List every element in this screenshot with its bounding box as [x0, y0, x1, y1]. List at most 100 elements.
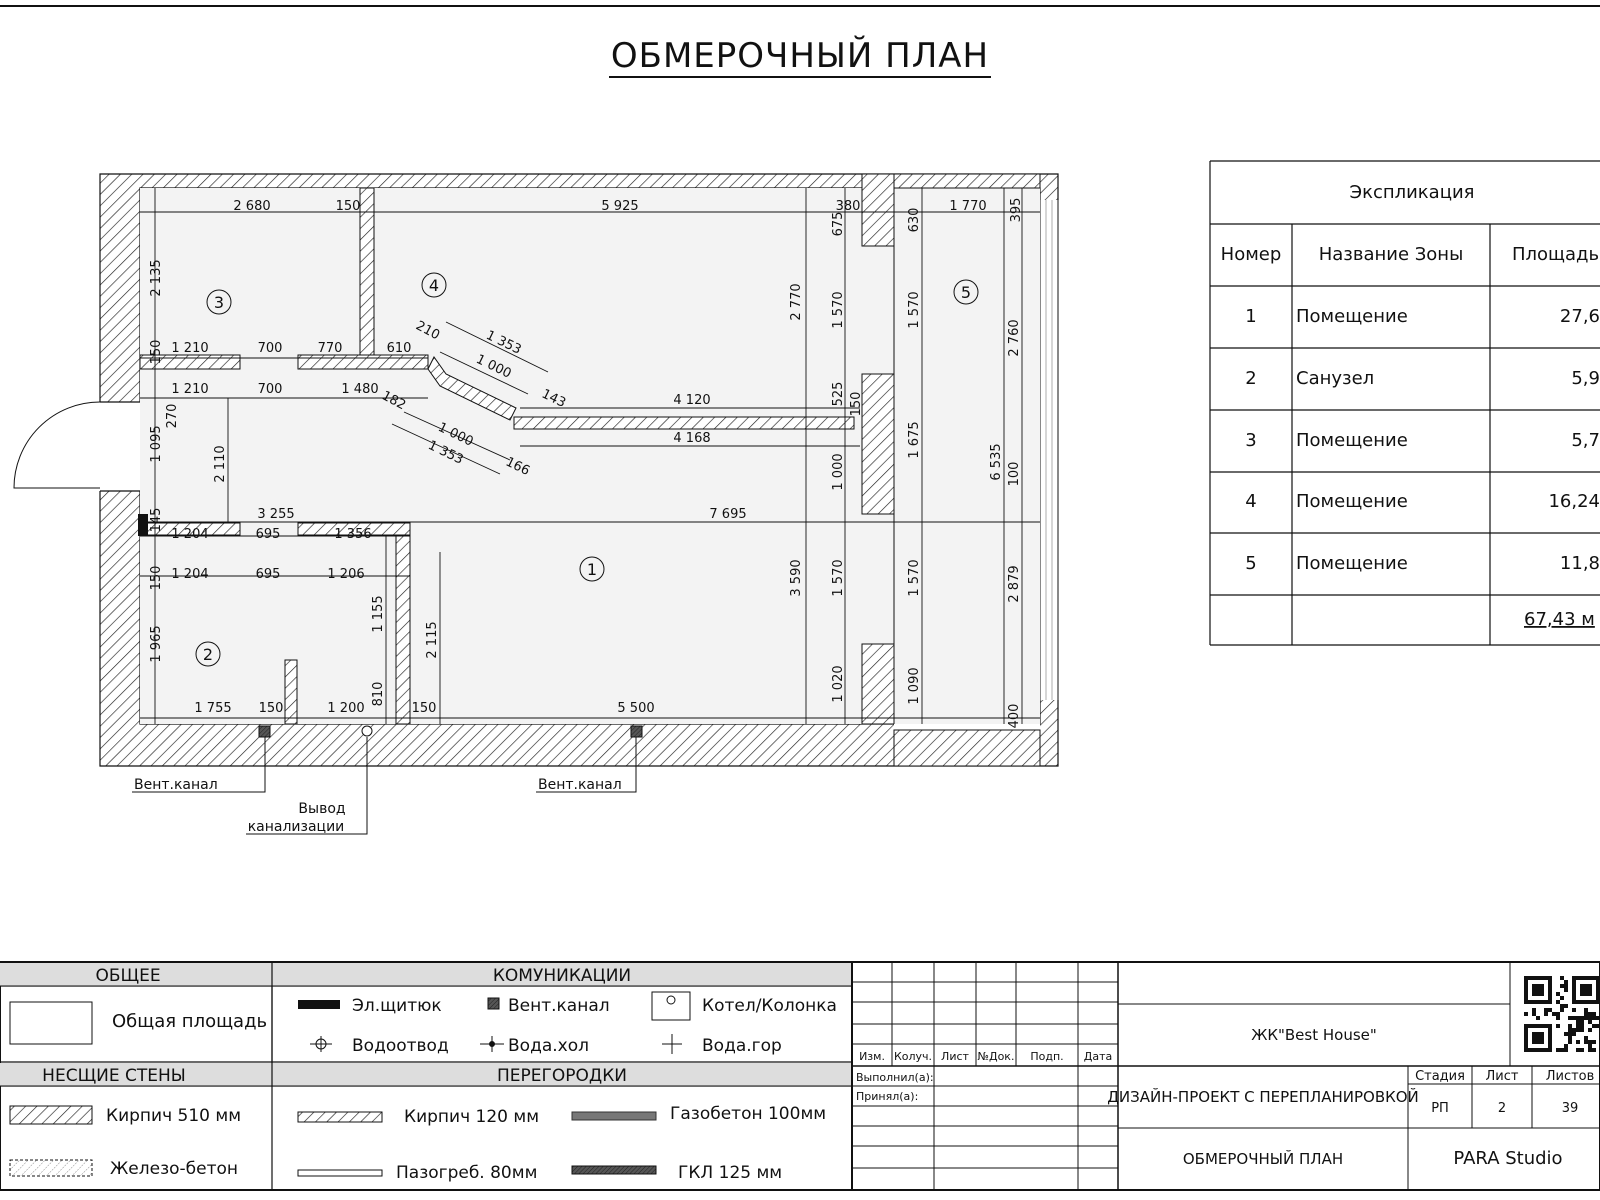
- dim-1204-a: 1 204: [171, 527, 208, 542]
- brick-120-swatch: [297, 1111, 383, 1123]
- dim-4120: 4 120: [673, 393, 710, 408]
- dim-100: 100: [1007, 462, 1022, 487]
- explication-title: Экспликация: [1350, 182, 1475, 203]
- legend-hot-water: Вода.гор: [702, 1036, 782, 1056]
- legend-tongue-groove: Пазогреб. 80мм: [396, 1163, 537, 1183]
- dim-2115: 2 115: [425, 621, 440, 658]
- explication-row-1: 1 Помещение 27,6: [1245, 306, 1600, 327]
- dim-6535: 6 535: [989, 443, 1004, 480]
- stamp-project: ДИЗАЙН-ПРОЕКТ С ПЕРЕПЛАНИРОВКОЙ: [1107, 1087, 1419, 1106]
- stamp-done-by: Выполнил(а):: [856, 1071, 934, 1084]
- legend-cold-water: Вода.хол: [508, 1036, 589, 1056]
- explication-table: Экспликация Номер Название Зоны Площадь …: [1209, 160, 1600, 646]
- row-num: 2: [1245, 368, 1256, 389]
- dim-1570-b: 1 570: [907, 291, 922, 328]
- dim-610: 610: [387, 341, 412, 356]
- dim-700-b: 700: [258, 382, 283, 397]
- zone-4-marker: 4: [429, 276, 439, 295]
- dim-145: 145: [149, 508, 164, 533]
- dim-150-f: 150: [412, 701, 437, 716]
- legend-drain: Водоотвод: [352, 1036, 449, 1056]
- title-block: Изм. Колуч. Лист №Док. Подп. Дата Выполн…: [851, 961, 1600, 1191]
- explication-header-num: Номер: [1221, 244, 1282, 265]
- dim-4168: 4 168: [673, 431, 710, 446]
- vent-shaft-2: [630, 725, 643, 738]
- dim-1770: 1 770: [949, 199, 986, 214]
- stamp-stage: РП: [1431, 1101, 1449, 1116]
- legend-vent: Вент.канал: [508, 996, 610, 1016]
- explication-header-area: Площадь: [1512, 244, 1599, 265]
- stamp-col-doc: №Док.: [978, 1050, 1015, 1063]
- dim-695-b: 695: [256, 567, 281, 582]
- dim-2879: 2 879: [1007, 565, 1022, 602]
- stamp-sheets-header: Листов: [1546, 1069, 1595, 1084]
- legend-aerated-concrete: Газобетон 100мм: [670, 1104, 826, 1124]
- stamp-sheet-title: ОБМЕРОЧНЫЙ ПЛАН: [1183, 1149, 1343, 1168]
- zone-1-marker: 1: [587, 560, 597, 579]
- legend-comms-header: КОМУНИКАЦИИ: [493, 966, 631, 986]
- row-name: Помещение: [1296, 491, 1408, 512]
- stamp-col-qty: Колуч.: [894, 1050, 932, 1063]
- hot-water-icon: [662, 1034, 682, 1054]
- dim-3255: 3 255: [257, 507, 294, 522]
- dim-1206: 1 206: [327, 567, 364, 582]
- legend-general-area: Общая площадь: [112, 1011, 267, 1032]
- dim-1000-c: 1 000: [831, 453, 846, 490]
- dim-150-d: 150: [149, 566, 164, 591]
- aerated-concrete-swatch: [571, 1111, 657, 1121]
- zone-5-marker: 5: [961, 283, 971, 302]
- row-name: Помещение: [1296, 306, 1408, 327]
- dim-380: 380: [836, 199, 861, 214]
- stamp-complex: ЖК"Best House": [1251, 1026, 1377, 1044]
- row-area: 5,7: [1571, 430, 1600, 451]
- row-area: 16,24: [1548, 491, 1600, 512]
- row-area: 5,9: [1571, 368, 1600, 389]
- dim-770: 770: [318, 341, 343, 356]
- dim-150-c: 150: [849, 392, 864, 417]
- drywall-swatch: [571, 1165, 657, 1175]
- dim-630: 630: [907, 208, 922, 233]
- stamp-studio: PARA Studio: [1453, 1148, 1562, 1169]
- explication-row-3: 3 Помещение 5,7: [1245, 430, 1600, 451]
- dim-695-a: 695: [256, 527, 281, 542]
- dim-5925: 5 925: [601, 199, 638, 214]
- dim-1200: 1 200: [327, 701, 364, 716]
- dim-1480: 1 480: [341, 382, 378, 397]
- stamp-sheet: 2: [1498, 1101, 1506, 1116]
- drain-outlet: [361, 725, 373, 737]
- dim-810: 810: [371, 682, 386, 707]
- stamp-sheets: 39: [1562, 1101, 1579, 1116]
- stamp-col-change: Изм.: [859, 1050, 885, 1063]
- boiler-icon: [651, 991, 691, 1021]
- explication-total: 67,43 м: [1524, 609, 1595, 630]
- callout-vent-1: Вент.канал: [134, 777, 218, 793]
- explication-row-2: 2 Санузел 5,9: [1245, 368, 1600, 389]
- dim-1210-b: 1 210: [171, 382, 208, 397]
- row-area: 27,6: [1560, 306, 1600, 327]
- dim-525: 525: [831, 382, 846, 407]
- dim-2135: 2 135: [149, 259, 164, 296]
- entrance-door-swing: [13, 401, 101, 489]
- vent-icon: [487, 997, 500, 1010]
- row-name: Помещение: [1296, 430, 1408, 451]
- dim-1155: 1 155: [371, 595, 386, 632]
- dim-2770: 2 770: [789, 283, 804, 320]
- concrete-swatch: [9, 1159, 93, 1177]
- stamp-col-date: Дата: [1084, 1050, 1112, 1063]
- callout-vent-2: Вент.канал: [538, 777, 622, 793]
- legend-concrete: Железо-бетон: [110, 1159, 238, 1179]
- qr-code: [1524, 976, 1600, 1052]
- legend-bearing-header: НЕСЩИЕ СТЕНЫ: [42, 1066, 186, 1086]
- legend-brick-120: Кирпич 120 мм: [404, 1107, 539, 1127]
- dim-700-a: 700: [258, 341, 283, 356]
- dim-150: 150: [336, 199, 361, 214]
- callout-drain-line-2: канализации: [248, 819, 345, 835]
- dim-150-e: 150: [259, 701, 284, 716]
- row-num: 5: [1245, 553, 1256, 574]
- dim-5500: 5 500: [617, 701, 654, 716]
- zone-3-marker: 3: [214, 293, 224, 312]
- dim-150-b: 150: [149, 340, 164, 365]
- dim-1356: 1 356: [334, 527, 371, 542]
- dim-1570-c: 1 570: [831, 559, 846, 596]
- dim-2760: 2 760: [1007, 319, 1022, 356]
